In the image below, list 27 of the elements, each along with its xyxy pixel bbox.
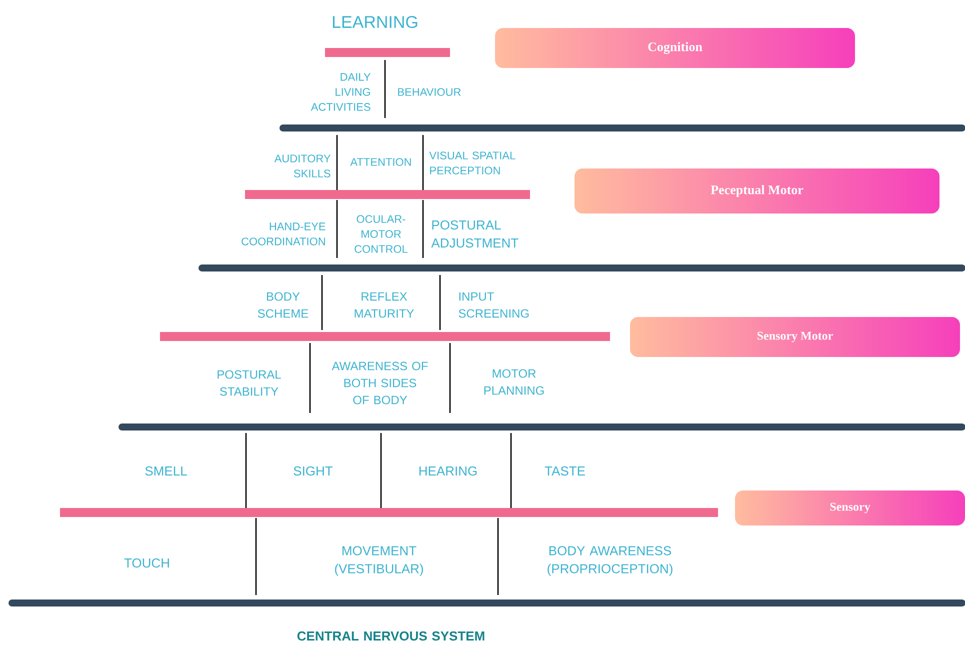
brush-stroke-label: Sensory Motor <box>758 332 833 342</box>
category-label: AWARENESS OF BOTH SIDES OF BODY <box>332 362 428 404</box>
category-label: SMELL <box>145 466 187 476</box>
category-label: BODY SCHEME <box>258 292 308 318</box>
category-label: HEARING <box>419 466 477 476</box>
category-label: VISUAL SPATIAL PERCEPTION <box>429 152 516 174</box>
category-label: REFLEX MATURITY <box>354 292 414 318</box>
category-label: TOUCH <box>124 558 169 568</box>
category-label: INPUT SCREENING <box>458 292 529 318</box>
category-label: MOVEMENT (VESTIBULAR) <box>335 546 423 576</box>
category-label: TASTE <box>544 466 585 476</box>
category-label: OCULAR- MOTOR CONTROL <box>354 215 408 253</box>
category-label: SIGHT <box>294 466 333 476</box>
level-title: LEARNING <box>332 16 418 28</box>
category-label: BODY AWARENESS (PROPRIOCEPTION) <box>548 546 672 576</box>
brush-stroke-label: Cognition <box>648 42 702 54</box>
category-label: MOTOR PLANNING <box>484 369 544 395</box>
category-label: HAND-EYE COORDINATION <box>242 222 326 246</box>
category-label: DAILY LIVING ACTIVITIES <box>310 73 371 111</box>
category-label: POSTURAL STABILITY <box>218 370 281 396</box>
level-title: CENTRAL NERVOUS SYSTEM <box>297 631 484 641</box>
brush-stroke-label: Peceptual Motor <box>710 185 804 197</box>
brush-stroke-label: Sensory <box>830 502 870 514</box>
category-label: AUDITORY SKILLS <box>274 154 331 178</box>
category-label: ATTENTION <box>350 158 411 166</box>
category-label: POSTURAL ADJUSTMENT <box>431 220 518 248</box>
category-label: BEHAVIOUR <box>398 88 461 96</box>
